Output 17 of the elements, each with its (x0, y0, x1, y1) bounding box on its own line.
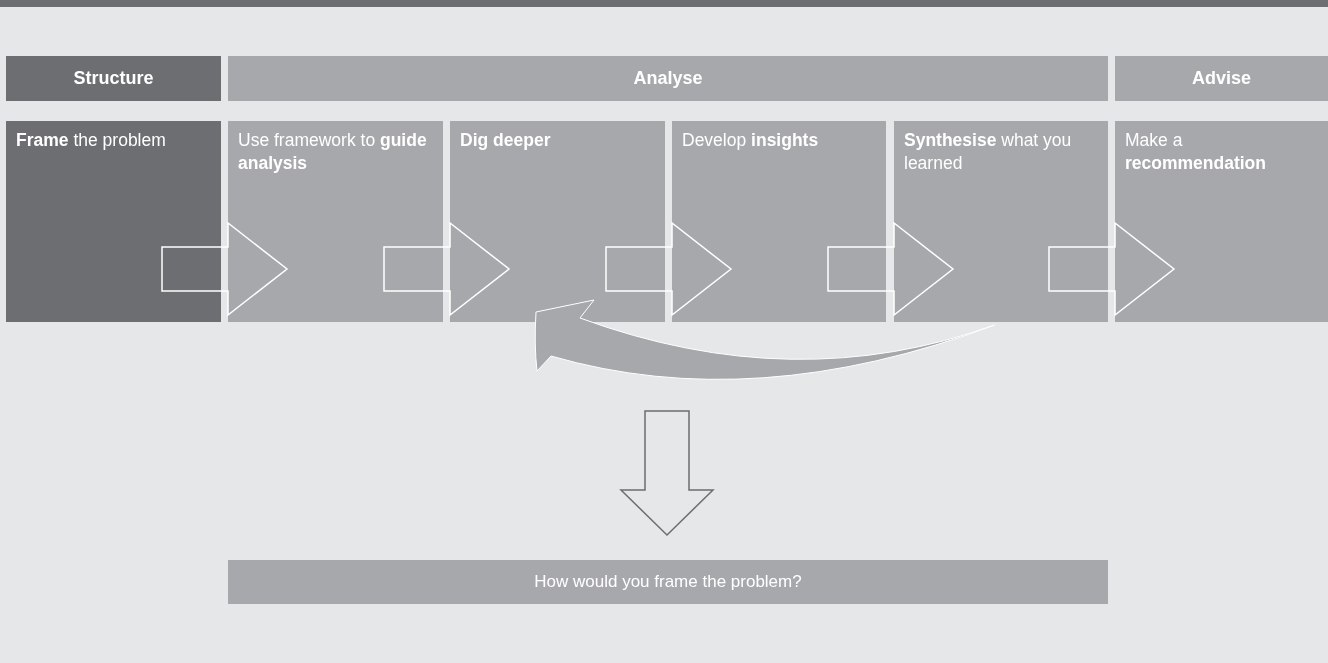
phase-header: Structure (6, 56, 221, 101)
phase-header: Advise (1115, 56, 1328, 101)
block-arrow (383, 221, 511, 317)
step-box: Develop insights (672, 121, 886, 322)
block-arrow (827, 221, 955, 317)
step-box: Frame the problem (6, 121, 221, 322)
curved-arrow (534, 299, 996, 380)
step-box: Synthesise what you learned (894, 121, 1108, 322)
step-box: Dig deeper (450, 121, 665, 322)
step-box: Make a recommendation (1115, 121, 1328, 322)
block-arrow (605, 221, 733, 317)
step-box: Use framework to guide analysis (228, 121, 443, 322)
block-arrow (619, 410, 715, 537)
phase-header: Analyse (228, 56, 1108, 101)
block-arrow (1048, 221, 1176, 317)
question-bar: How would you frame the problem? (228, 560, 1108, 604)
block-arrow (161, 221, 289, 317)
